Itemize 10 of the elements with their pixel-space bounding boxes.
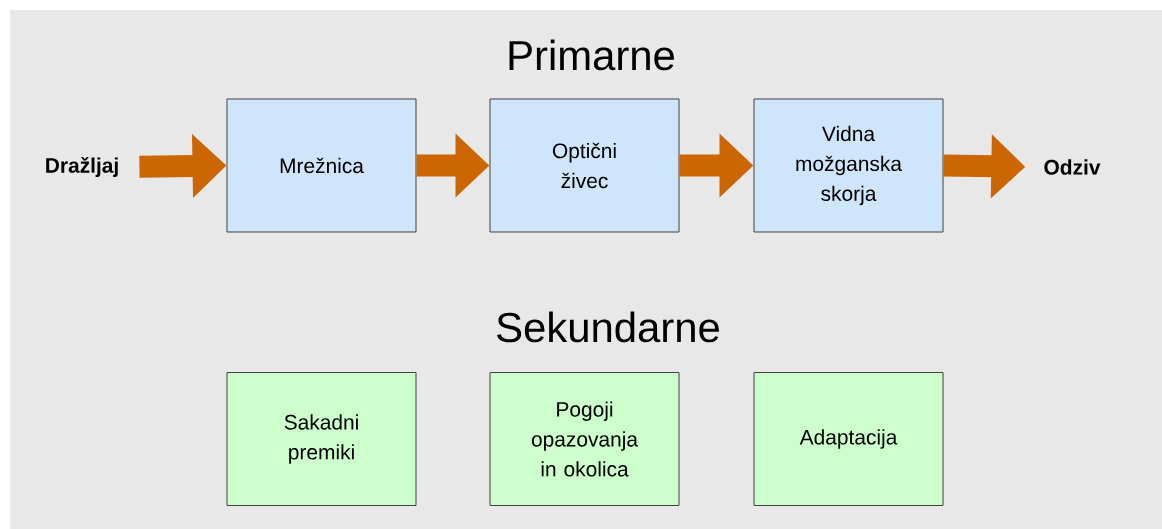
process-box: Optični živec: [489, 98, 680, 233]
process-box: Adaptacija: [753, 372, 944, 506]
process-box: Vidna možganska skorja: [753, 98, 944, 233]
section-heading: Primarne: [509, 39, 674, 71]
terminal-label: Dražljaj: [46, 157, 118, 177]
process-box: Pogoji opazovanja in okolica: [489, 372, 680, 506]
section-heading: Sekundarne: [497, 311, 719, 343]
terminal-label: Odziv: [1044, 159, 1101, 175]
process-box: Mrežnica: [226, 98, 417, 233]
process-box: Sakadni premiki: [226, 372, 417, 506]
